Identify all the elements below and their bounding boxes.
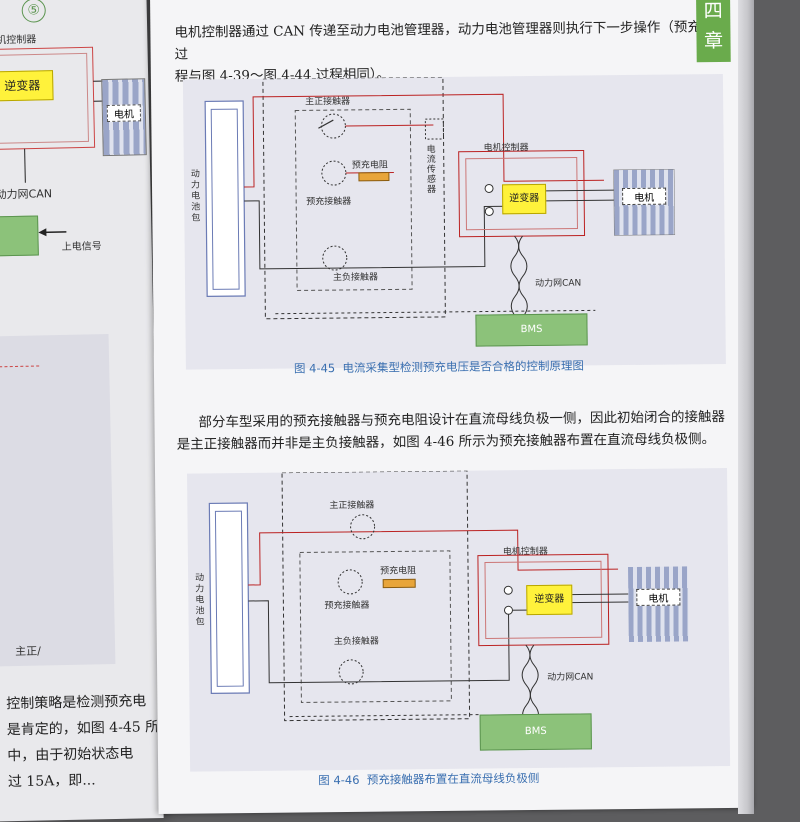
fig1-motor-controller-label: 电机控制器 <box>484 140 529 153</box>
figure-4-45: 电机 逆变器 BMS 主正接触器 预充电阻 预充接触器 主负接触器 电流传感器 … <box>183 74 726 370</box>
fig2-can-label: 动力网CAN <box>547 669 593 682</box>
fig1-inverter-box: 逆变器 <box>502 184 546 214</box>
fig1-current-sensor-label: 电流传感器 <box>427 145 438 195</box>
step-circle-number: ⑤ <box>21 0 45 23</box>
fig2-battery-label: 动力电池包 <box>195 573 206 628</box>
fig1-main-neg-label: 主负接触器 <box>333 270 378 283</box>
left-motor-block: 电机 <box>101 78 147 156</box>
left-motor-label: 电机 <box>107 104 141 122</box>
left-bms-block <box>0 215 39 256</box>
figure-4-45-caption: 图 4-45 电流采集型检测预充电压是否合格的控制原理图 <box>294 357 584 376</box>
fig2-main-pos-label: 主正接触器 <box>329 498 374 511</box>
left-page: ⑤ 动机控制器 逆变器 电机 动力网CAN 上电信号 主正/ 控制策略是检测预充… <box>0 0 164 822</box>
fig1-main-pos-label: 主正接触器 <box>305 94 350 107</box>
fig2-motor-controller-label: 电机控制器 <box>503 544 548 557</box>
mid-paragraph: 部分车型采用的预充接触器与预充电阻设计在直流母线负极一侧，因此初始闭合的接触器 … <box>198 406 738 456</box>
fig1-bms-box: BMS <box>475 313 587 346</box>
fig1-motor-block: 电机 <box>614 170 675 236</box>
left-power-on-label: 上电信号 <box>62 237 102 253</box>
figure-4-46: 电机 逆变器 BMS 主正接触器 预充电阻 预充接触器 主负接触器 动力电池包 … <box>187 468 730 772</box>
left-can-label: 动力网CAN <box>0 185 52 202</box>
left-shaded-figure <box>0 334 115 666</box>
fig2-precharge-res-label: 预充电阻 <box>380 563 416 576</box>
fig1-motor-label: 电机 <box>622 188 666 205</box>
fig1-precharge-res-label: 预充电阻 <box>352 158 388 171</box>
fig2-motor-block: 电机 <box>628 566 689 642</box>
figure-4-46-caption: 图 4-46 预充接触器布置在直流母线负极侧 <box>318 770 539 788</box>
fig1-battery-label: 动力电池包 <box>191 169 202 224</box>
fig2-main-neg-label: 主负接触器 <box>334 634 379 647</box>
fig1-can-label: 动力网CAN <box>535 276 581 289</box>
left-fragment-label: 主正/ <box>15 643 41 660</box>
right-page: 电机控制器通过 CAN 传递至动力电池管理器，动力电池管理器则执行下一步操作（预… <box>150 0 751 814</box>
left-inverter-box: 逆变器 <box>0 70 54 101</box>
fig2-bms-box: BMS <box>480 713 592 750</box>
fig2-inverter-box: 逆变器 <box>526 585 572 615</box>
fig1-precharge-contactor-label: 预充接触器 <box>306 194 351 207</box>
fig2-motor-label: 电机 <box>636 588 680 605</box>
left-body-text: 控制策略是检测预充电 是肯定的，如图 4-45 所 中，由于初始状态电 过 15… <box>6 688 158 795</box>
page-stack-edge <box>738 0 754 814</box>
chapter-tab: 四 章 <box>696 0 731 62</box>
fig2-precharge-contactor-label: 预充接触器 <box>324 598 369 611</box>
